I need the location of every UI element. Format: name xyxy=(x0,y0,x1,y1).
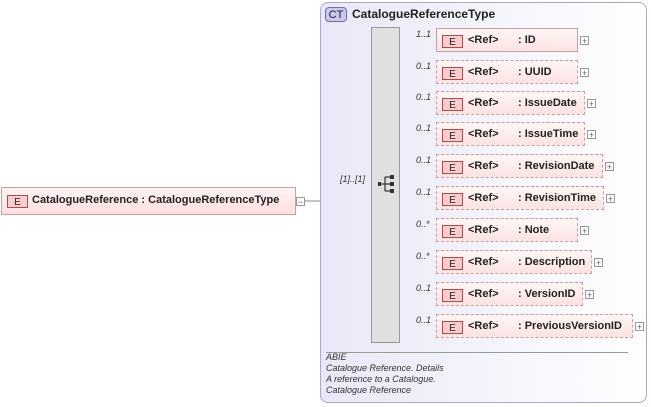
element-name-label: : PreviousVersionID xyxy=(518,320,622,332)
element-ref-label: <Ref> xyxy=(468,66,499,78)
element-tag-icon: E xyxy=(7,195,28,208)
child-element[interactable]: E <Ref> : VersionID xyxy=(436,282,583,306)
element-tag-icon: E xyxy=(442,289,463,302)
element-ref-label: <Ref> xyxy=(468,256,499,268)
element-ref-label: <Ref> xyxy=(468,320,499,332)
sequence-icon xyxy=(378,175,394,193)
element-tag-icon: E xyxy=(442,225,463,238)
child-cardinality: 0..* xyxy=(416,219,430,229)
element-ref-label: <Ref> xyxy=(468,160,499,172)
expand-icon[interactable]: + xyxy=(587,130,596,140)
child-cardinality: 0..1 xyxy=(416,315,432,325)
root-cardinality: [1]..[1] xyxy=(340,174,366,184)
child-cardinality: 0..1 xyxy=(416,187,432,197)
child-element[interactable]: E <Ref> : RevisionDate xyxy=(436,154,603,178)
expand-icon[interactable]: + xyxy=(587,99,596,109)
element-tag-icon: E xyxy=(442,98,463,111)
element-name-label: : RevisionTime xyxy=(518,192,597,204)
expand-icon[interactable]: + xyxy=(635,322,644,332)
element-ref-label: <Ref> xyxy=(468,288,499,300)
child-element[interactable]: E <Ref> : ID xyxy=(436,28,578,52)
element-ref-label: <Ref> xyxy=(468,97,499,109)
element-name-label: : ID xyxy=(518,34,536,46)
complex-type-badge: CT xyxy=(325,7,347,22)
child-element[interactable]: E <Ref> : UUID xyxy=(436,60,578,84)
annotation-line: Catalogue Reference xyxy=(326,385,412,395)
expand-icon[interactable]: + xyxy=(605,162,614,172)
element-name-label: : Note xyxy=(518,224,550,236)
child-cardinality: 0..1 xyxy=(416,92,432,102)
child-cardinality: 0..1 xyxy=(416,283,432,293)
child-element[interactable]: E <Ref> : Note xyxy=(436,218,578,242)
element-tag-icon: E xyxy=(442,161,463,174)
child-element[interactable]: E <Ref> : IssueTime xyxy=(436,122,585,146)
element-name-label: : UUID xyxy=(518,66,552,78)
expand-icon[interactable]: + xyxy=(606,194,615,204)
element-tag-icon: E xyxy=(442,193,463,206)
expand-icon[interactable]: + xyxy=(580,226,589,236)
child-element[interactable]: E <Ref> : RevisionTime xyxy=(436,186,604,210)
expand-icon[interactable]: + xyxy=(594,258,603,268)
element-tag-icon: E xyxy=(442,35,463,48)
element-ref-label: <Ref> xyxy=(468,224,499,236)
root-element[interactable] xyxy=(1,187,296,215)
child-cardinality: 1..1 xyxy=(416,29,432,39)
collapse-icon[interactable]: − xyxy=(296,197,305,207)
annotation-line: ABIE xyxy=(326,352,347,362)
child-element[interactable]: E <Ref> : IssueDate xyxy=(436,91,585,115)
annotation-text: ABIE Catalogue Reference. Details A refe… xyxy=(326,352,444,396)
annotation-line: A reference to a Catalogue. xyxy=(326,374,436,384)
annotation-line: Catalogue Reference. Details xyxy=(326,363,444,373)
expand-icon[interactable]: + xyxy=(585,290,594,300)
element-name-label: : RevisionDate xyxy=(518,160,595,172)
child-cardinality: 0..* xyxy=(416,251,430,261)
expand-icon[interactable]: + xyxy=(580,68,589,78)
child-element[interactable]: E <Ref> : PreviousVersionID xyxy=(436,314,633,338)
annotation-divider xyxy=(326,352,628,353)
element-name-label: : IssueDate xyxy=(518,97,577,109)
element-tag-icon: E xyxy=(442,67,463,80)
element-name-label: : Description xyxy=(518,256,586,268)
expand-icon[interactable]: + xyxy=(580,36,589,46)
element-ref-label: <Ref> xyxy=(468,192,499,204)
element-tag-icon: E xyxy=(442,257,463,270)
element-tag-icon: E xyxy=(442,321,463,334)
child-cardinality: 0..1 xyxy=(416,155,432,165)
root-element-label: CatalogueReference : CatalogueReferenceT… xyxy=(32,194,280,206)
child-element[interactable]: E <Ref> : Description xyxy=(436,250,592,274)
complex-type-title: CatalogueReferenceType xyxy=(352,7,496,21)
element-name-label: : VersionID xyxy=(518,288,576,300)
element-name-label: : IssueTime xyxy=(518,128,579,140)
element-ref-label: <Ref> xyxy=(468,34,499,46)
child-cardinality: 0..1 xyxy=(416,123,432,133)
child-cardinality: 0..1 xyxy=(416,61,432,71)
element-tag-icon: E xyxy=(442,129,463,142)
element-ref-label: <Ref> xyxy=(468,128,499,140)
